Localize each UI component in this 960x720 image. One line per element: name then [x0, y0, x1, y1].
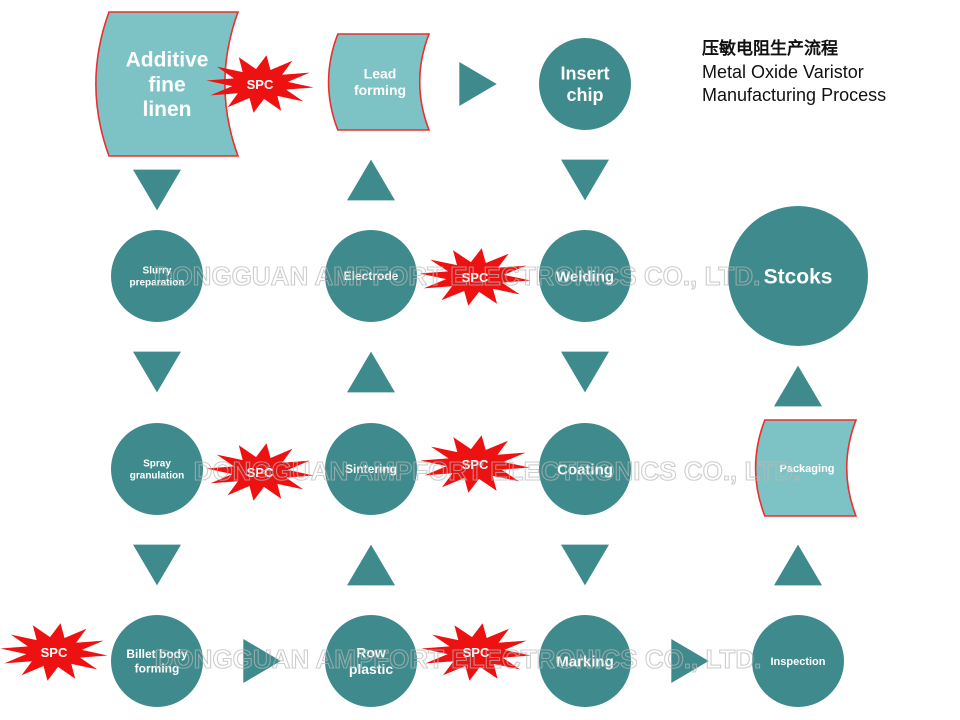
node-coating-label-1: Coating: [557, 461, 613, 478]
node-coating: Coating: [539, 423, 631, 515]
spc-burst-sintering-label: SPC: [462, 457, 489, 472]
arrow-marking-to-inspection: [671, 639, 709, 683]
spc-burst-billet-burst: [0, 623, 108, 681]
title-line-1: Metal Oxide Varistor: [702, 62, 864, 82]
node-row_plastic-label-2: plastic: [349, 661, 394, 677]
spc-burst-marking-label: SPC: [463, 645, 490, 660]
node-additive-label-1: Additive: [126, 49, 209, 72]
node-spray-label-2: granulation: [130, 470, 184, 481]
node-welding-label-1: Welding: [556, 268, 614, 285]
node-stocks: Stcoks: [728, 206, 868, 346]
node-lead_forming-scroll: [327, 33, 431, 131]
node-packaging-label-1: Packaging: [779, 463, 834, 475]
node-additive-scroll: [95, 11, 240, 157]
arrow-coating-to-marking: [561, 544, 609, 586]
node-welding: Welding: [539, 230, 631, 322]
node-slurry-label-1: Slurry: [143, 266, 172, 277]
spc-burst-billet: SPC: [0, 623, 108, 681]
node-packaging: Packaging: [754, 419, 858, 517]
node-marking-circle: [539, 615, 631, 707]
spc-burst-sintering-burst: [420, 435, 530, 493]
arrow-slurry-to-spray: [133, 351, 181, 393]
node-stocks-circle: [728, 206, 868, 346]
arrow-insert-to-welding: [561, 159, 609, 201]
node-slurry-label-2: preparation: [129, 277, 184, 288]
arrow-inspection-to-packaging: [774, 544, 822, 586]
spc-burst-top-label: SPC: [247, 77, 274, 92]
arrow-electrode-to-lead: [347, 159, 395, 201]
arrow-welding-to-coating: [561, 351, 609, 393]
node-marking: Marking: [539, 615, 631, 707]
node-welding-circle: [539, 230, 631, 322]
spc-burst-welding: SPC: [419, 248, 531, 306]
arrow-lead-to-insert: [459, 62, 497, 106]
node-spray-circle: [111, 423, 203, 515]
node-electrode-circle: [325, 230, 417, 322]
watermark-2: DONGGUAN AMPFORT ELECTRONICS CO., LTD.: [194, 456, 801, 486]
node-insert_chip-circle: [539, 38, 631, 130]
spc-burst-billet-label: SPC: [41, 645, 68, 660]
node-insert_chip-label-1: Insert: [560, 64, 609, 84]
node-billet-label-1: Billet body: [126, 647, 188, 661]
arrow-billet-to-row: [243, 639, 281, 683]
spc-burst-spray-label: SPC: [247, 465, 274, 480]
arrow-additive-to-slurry: [133, 169, 181, 211]
node-sintering: Sintering: [325, 423, 417, 515]
node-inspection-label-1: Inspection: [770, 656, 825, 668]
node-sintering-circle: [325, 423, 417, 515]
node-sintering-label-1: Sintering: [345, 462, 397, 476]
arrow-row-to-sintering: [347, 544, 395, 586]
spc-burst-spray: SPC: [206, 443, 314, 501]
node-marking-label-1: Marking: [556, 653, 614, 670]
watermark-1: DONGGUAN AMPFORT ELECTRONICS CO., LTD.: [154, 261, 761, 291]
node-inspection: Inspection: [752, 615, 844, 707]
node-lead_forming-label-1: Lead: [364, 66, 397, 82]
node-slurry-circle: [111, 230, 203, 322]
node-additive-label-3: linen: [142, 98, 191, 121]
title-line-2: Manufacturing Process: [702, 85, 887, 105]
node-stocks-label-1: Stcoks: [764, 265, 833, 288]
node-lead_forming-label-2: forming: [354, 82, 406, 98]
spc-burst-sintering: SPC: [420, 435, 530, 493]
node-inspection-circle: [752, 615, 844, 707]
node-row_plastic-circle: [325, 615, 417, 707]
node-row_plastic-label-1: Row: [356, 645, 386, 661]
node-billet-circle: [111, 615, 203, 707]
node-packaging-scroll: [754, 419, 858, 517]
arrow-packaging-to-stocks: [774, 365, 822, 407]
spc-burst-spray-burst: [206, 443, 314, 501]
arrow-sintering-to-electrode: [347, 351, 395, 393]
node-electrode-label-1: Electrode: [344, 269, 399, 283]
spc-burst-marking-burst: [421, 623, 531, 681]
spc-burst-welding-burst: [419, 248, 531, 306]
spc-burst-top-burst: [206, 55, 314, 113]
node-coating-circle: [539, 423, 631, 515]
arrow-spray-to-billet: [133, 544, 181, 586]
node-spray-label-1: Spray: [143, 459, 171, 470]
watermark-3: DONGGUAN AMPFORT ELECTRONICS CO., LTD.: [155, 644, 762, 674]
spc-burst-marking: SPC: [421, 623, 531, 681]
node-insert_chip-label-2: chip: [566, 85, 603, 105]
spc-burst-top: SPC: [206, 55, 314, 113]
node-electrode: Electrode: [325, 230, 417, 322]
spc-burst-welding-label: SPC: [462, 270, 489, 285]
title-chinese: 压敏电阻生产流程: [702, 39, 838, 59]
node-billet-label-2: forming: [135, 661, 180, 675]
node-additive-label-2: fine: [148, 73, 185, 96]
title-block: 压敏电阻生产流程 Metal Oxide Varistor Manufactur…: [702, 38, 886, 107]
